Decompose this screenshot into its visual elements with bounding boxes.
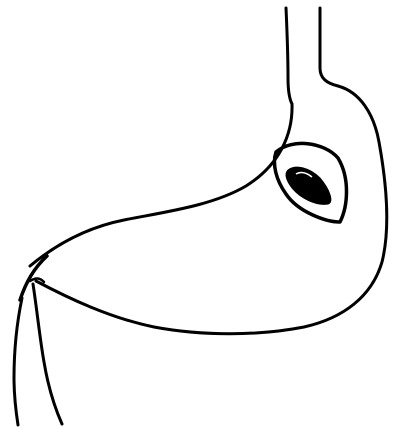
stomach-ulcer-diagram xyxy=(0,0,400,427)
figure-background xyxy=(0,0,400,427)
